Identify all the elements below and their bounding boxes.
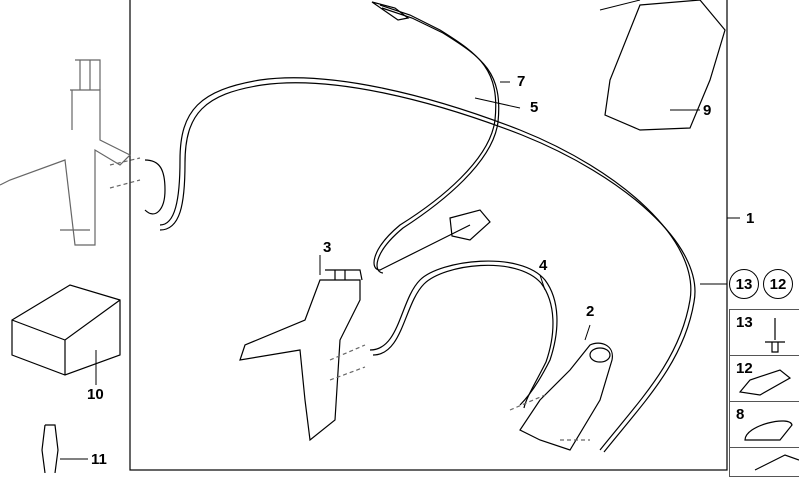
callout-7: 7	[517, 73, 526, 90]
cover-9	[604, 0, 726, 131]
callout-11: 11	[91, 451, 107, 468]
callout-4: 4	[539, 257, 548, 274]
callout-1: 1	[746, 210, 755, 227]
cable-harness-5	[159, 77, 692, 451]
callout-5: 5	[530, 99, 539, 116]
assembly-frame	[129, 0, 728, 471]
circled-ref-12: 12	[763, 269, 793, 299]
callout-2: 2	[586, 303, 595, 320]
part-panel-8: 8	[729, 401, 799, 448]
connector-7	[449, 209, 491, 241]
part-panel-label: 8	[736, 406, 745, 423]
reference-bracket	[0, 89, 132, 246]
part-panel-label: 13	[736, 314, 753, 331]
bracket-3	[239, 279, 361, 442]
callout-10: 10	[87, 386, 104, 403]
cable-harness-4	[369, 260, 558, 406]
callout-9: 9	[703, 102, 712, 119]
clip-11	[41, 424, 59, 473]
part-panel-label: 12	[736, 360, 753, 377]
circled-ref-13: 13	[729, 269, 759, 299]
cable-harness-7	[373, 4, 497, 271]
part-panel-12: 12	[729, 355, 799, 402]
callout-3: 3	[323, 239, 332, 256]
module-2	[519, 342, 613, 451]
part-panel-13: 13	[729, 309, 799, 356]
box-10	[11, 284, 121, 376]
